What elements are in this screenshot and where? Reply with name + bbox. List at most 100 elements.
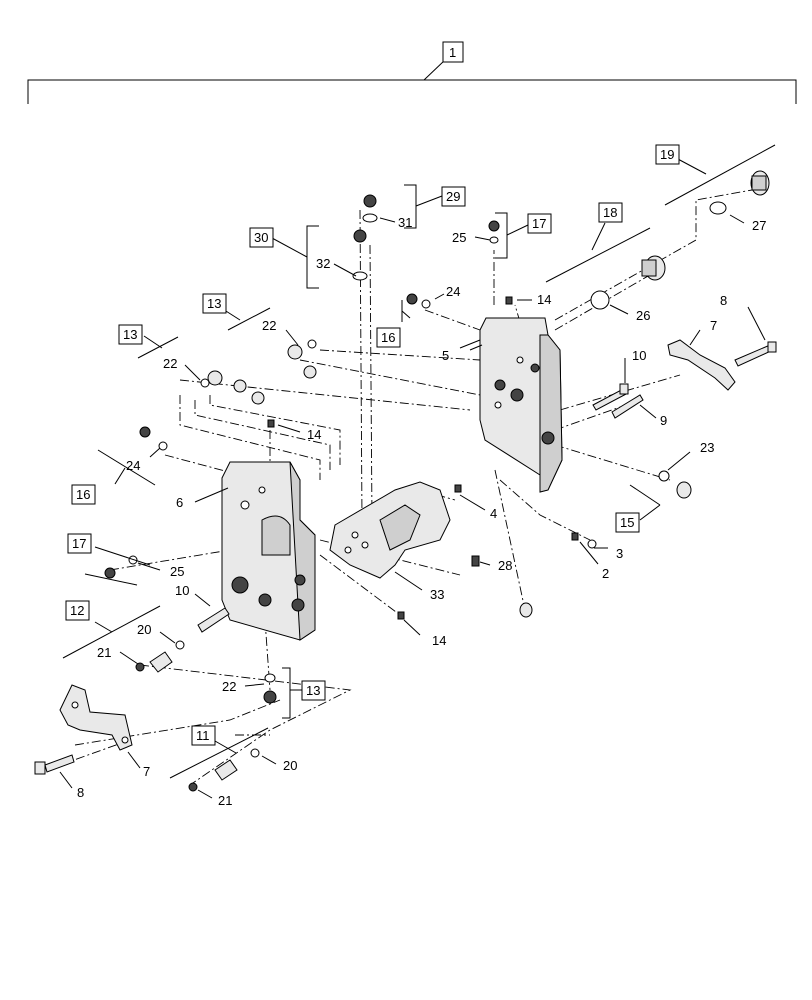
valve-11[interactable] (188, 759, 238, 792)
callout-box-11[interactable] (191, 725, 216, 746)
label-17-upper: 17 (532, 216, 546, 231)
label-7-upper: 7 (710, 318, 717, 333)
label-24-upper: 24 (446, 284, 460, 299)
plug-17-lower[interactable] (104, 567, 116, 579)
label-13-lower: 13 (306, 683, 320, 698)
pin-14-upper[interactable] (505, 296, 513, 305)
label-25-lower: 25 (170, 564, 184, 579)
label-31: 31 (398, 215, 412, 230)
label-20-lower: 20 (283, 758, 297, 773)
valve-12[interactable] (135, 651, 173, 673)
spring-28[interactable] (471, 555, 480, 567)
label-23: 23 (700, 440, 714, 455)
label-18: 18 (603, 205, 617, 220)
plug-29[interactable] (363, 194, 377, 208)
pin-2[interactable] (571, 532, 579, 541)
leader-lines (59, 214, 766, 799)
label-13-upper: 13 (207, 296, 221, 311)
callout-box-17-lower[interactable] (67, 533, 92, 554)
callout-box-12[interactable] (65, 600, 90, 621)
callout-box-19[interactable] (655, 144, 680, 165)
o-ring-20-lower[interactable] (250, 748, 260, 758)
gear-fitting-b[interactable] (251, 391, 265, 405)
plug-17-upper[interactable] (488, 220, 500, 232)
o-ring-22-upper[interactable] (307, 339, 317, 349)
callout-box-30[interactable] (249, 227, 274, 248)
label-21-lower: 21 (218, 793, 232, 808)
label-6: 6 (176, 495, 183, 510)
bolt-9[interactable] (611, 394, 644, 419)
label-22-upper: 22 (262, 318, 276, 333)
o-ring-23[interactable] (658, 470, 670, 482)
callout-box-16-upper[interactable] (376, 327, 401, 348)
valve-body-left[interactable] (221, 461, 316, 641)
label-10-upper: 10 (632, 348, 646, 363)
callout-box-13-left[interactable] (118, 324, 143, 345)
callout-box-15[interactable] (615, 512, 640, 533)
plug-13-lower[interactable] (263, 673, 277, 704)
washer-3[interactable] (587, 539, 597, 549)
callout-label-1: 1 (449, 45, 456, 60)
center-manifold[interactable] (329, 481, 451, 579)
label-28: 28 (498, 558, 512, 573)
label-10-lower: 10 (175, 583, 189, 598)
label-24-left: 24 (126, 458, 140, 473)
pin-14-lower[interactable] (397, 611, 405, 620)
plug-15[interactable] (676, 481, 692, 499)
o-ring-26[interactable] (590, 290, 610, 310)
gear-fitting-lower[interactable] (519, 602, 533, 618)
callout-box-29[interactable] (441, 186, 466, 207)
plug-16-upper[interactable] (406, 293, 418, 305)
label-3: 3 (616, 546, 623, 561)
plug-16-left[interactable] (139, 426, 151, 438)
o-ring-25-upper[interactable] (489, 236, 499, 244)
assembly-bracket: 1 (27, 41, 797, 104)
o-ring-22-left[interactable] (200, 378, 210, 388)
callout-labels: 29 30 17 18 19 13 13 16 16 15 17 12 13 1… (70, 147, 766, 808)
label-17-lower: 17 (72, 536, 86, 551)
o-ring-31[interactable] (362, 213, 378, 223)
label-19: 19 (660, 147, 674, 162)
bolt-10-upper[interactable] (592, 383, 629, 411)
plug-22-upper[interactable] (287, 344, 303, 360)
o-ring-27[interactable] (709, 201, 727, 215)
label-14-lower: 14 (432, 633, 446, 648)
bolt-8-lower[interactable] (34, 754, 75, 775)
label-20-upper: 20 (137, 622, 151, 637)
label-21-upper: 21 (97, 645, 111, 660)
bolt-8-upper[interactable] (734, 341, 777, 367)
callout-box-17-upper[interactable] (527, 213, 552, 234)
callout-box-13-upper[interactable] (202, 293, 227, 314)
pin-14-left[interactable] (267, 419, 275, 428)
label-11: 11 (196, 728, 210, 743)
callout-boxes (65, 144, 680, 746)
callout-box-18[interactable] (598, 202, 623, 223)
plug-30[interactable] (353, 229, 367, 243)
callout-box-1[interactable] (442, 41, 464, 63)
bolt-10-lower[interactable] (197, 607, 230, 633)
label-8-upper: 8 (720, 293, 727, 308)
label-26: 26 (636, 308, 650, 323)
o-ring-24-upper[interactable] (421, 299, 431, 309)
mount-bracket-lower[interactable] (59, 684, 133, 751)
plug-22-left[interactable] (207, 370, 223, 386)
pin-4[interactable] (454, 484, 462, 493)
label-16-left: 16 (76, 487, 90, 502)
o-ring-24-left[interactable] (158, 441, 168, 451)
label-25-upper: 25 (452, 230, 466, 245)
valve-body-right[interactable] (479, 317, 563, 493)
gear-fitting-a[interactable] (233, 379, 247, 393)
plug-19[interactable] (750, 170, 770, 196)
label-32: 32 (316, 256, 330, 271)
o-ring-20-upper[interactable] (175, 640, 185, 650)
label-7-lower: 7 (143, 764, 150, 779)
callout-box-16-left[interactable] (71, 484, 96, 505)
mount-bracket-upper[interactable] (667, 339, 736, 391)
o-ring-32[interactable] (352, 271, 368, 281)
o-ring-25-lower[interactable] (128, 555, 138, 565)
label-29: 29 (446, 189, 460, 204)
fitting-13-upper[interactable] (303, 365, 317, 379)
plug-18[interactable] (641, 255, 666, 281)
callout-box-13-lower[interactable] (301, 680, 326, 701)
